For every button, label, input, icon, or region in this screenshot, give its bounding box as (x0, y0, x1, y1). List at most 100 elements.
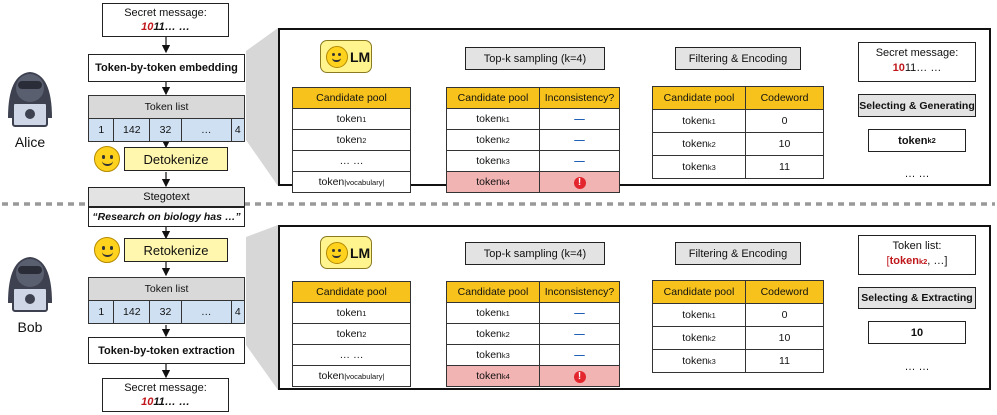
selecting-extracting-box: Selecting & Extracting (858, 287, 976, 309)
codeword-header: Codeword (745, 280, 824, 304)
token-list-bottom: Token list 1 142 32 … 4 (87, 277, 246, 324)
detokenize-box: Detokenize (94, 146, 230, 172)
secret-title: Secret message: (124, 7, 207, 19)
token-id: 4 (230, 300, 246, 324)
topk-token: tokenk2 (446, 323, 540, 345)
candidate-pool-header: Candidate pool (292, 281, 411, 303)
token-id: 142 (113, 300, 151, 324)
tokenlist-value: [tokenk2, …] (886, 255, 948, 267)
stegotext-header: Stegotext (88, 187, 245, 207)
pool-row: token2 (292, 323, 411, 345)
token-id: 4 (230, 118, 246, 142)
pool-row: … … (292, 150, 411, 172)
codeword: 10 (745, 326, 824, 350)
code-token: tokenk1 (652, 303, 746, 327)
consistent-mark: — (539, 302, 620, 324)
topk-header: Inconsistency? (539, 87, 620, 109)
secret-bits: 1011… … (892, 62, 942, 74)
consistent-mark: — (539, 150, 620, 172)
topk-token: tokenk3 (446, 150, 540, 172)
filter-box-top: Filtering & Encoding (675, 47, 801, 70)
continuation-dots: … … (904, 361, 930, 373)
topk-token: tokenk3 (446, 344, 540, 366)
token-id: 32 (149, 300, 182, 324)
token-list-header: Token list (88, 277, 245, 301)
candidate-pool-table-top: Candidate pool token1 token2 … … token|v… (292, 87, 411, 193)
consistent-mark: — (539, 344, 620, 366)
pool-row: token2 (292, 129, 411, 151)
hugging-face-icon (326, 241, 348, 264)
code-token: tokenk3 (652, 349, 746, 373)
hugging-face-icon (94, 237, 120, 263)
lm-label: LM (350, 244, 371, 261)
hugging-face-icon (326, 45, 348, 68)
candidate-pool-header: Candidate pool (292, 87, 411, 109)
pool-row: token|vocabulary| (292, 365, 411, 387)
topk-token: tokenk4 (446, 171, 540, 193)
code-token: tokenk2 (652, 132, 746, 156)
retokenize-box: Retokenize (94, 237, 230, 263)
token-id: 1 (87, 118, 115, 142)
token-id: 32 (149, 118, 182, 142)
topk-header: Candidate pool (446, 87, 540, 109)
tokenlist-title: Token list: (892, 240, 942, 252)
token-id: … (180, 300, 232, 324)
codeword-header: Codeword (745, 86, 824, 110)
retokenize-label: Retokenize (124, 238, 228, 262)
token-list-panel: Token list: [tokenk2, …] (858, 235, 976, 275)
inconsistency-cell: ! (539, 365, 620, 387)
code-token: tokenk2 (652, 326, 746, 350)
filter-box-bottom: Filtering & Encoding (675, 242, 801, 265)
topk-box-bottom: Top-k sampling (k=4) (465, 242, 605, 265)
bob-label: Bob (17, 319, 43, 335)
token-list-header: Token list (88, 95, 245, 119)
codeword: 11 (745, 349, 824, 373)
token-id: 1 (87, 300, 115, 324)
lm-label: LM (350, 48, 371, 65)
alice-avatar-icon (8, 72, 52, 127)
hugging-face-icon (94, 146, 120, 172)
continuation-dots: … … (904, 168, 930, 180)
codeword: 0 (745, 109, 824, 133)
detokenize-label: Detokenize (124, 147, 228, 171)
codeword-header: Candidate pool (652, 86, 746, 110)
token-id: 142 (113, 118, 151, 142)
inconsistency-cell: ! (539, 171, 620, 193)
consistent-mark: — (539, 129, 620, 151)
consistent-mark: — (539, 323, 620, 345)
pool-row: token1 (292, 108, 411, 130)
secret-title: Secret message: (124, 382, 207, 394)
candidate-pool-table-bottom: Candidate pool token1 token2 … … token|v… (292, 281, 411, 387)
secret-message-top: Secret message: 1011… … (102, 3, 229, 37)
selecting-generating-box: Selecting & Generating (858, 94, 976, 117)
topk-header: Inconsistency? (539, 281, 620, 303)
lm-badge-bottom: LM (320, 236, 372, 269)
code-token: tokenk1 (652, 109, 746, 133)
secret-message-panel: Secret message: 1011… … (858, 42, 976, 82)
topk-token: tokenk1 (446, 302, 540, 324)
secret-bits: 1011… … (141, 21, 190, 33)
secret-message-bottom: Secret message: 1011… … (102, 378, 229, 412)
pool-row: … … (292, 344, 411, 366)
pool-row: token1 (292, 302, 411, 324)
zoom-wedge-bottom (246, 225, 278, 390)
secret-bits: 1011… … (141, 396, 190, 408)
warning-icon: ! (573, 176, 586, 189)
extracted-bits-box: 10 (868, 321, 966, 344)
topk-token: tokenk4 (446, 365, 540, 387)
codeword-header: Candidate pool (652, 280, 746, 304)
topk-header: Candidate pool (446, 281, 540, 303)
codeword: 10 (745, 132, 824, 156)
token-id: … (180, 118, 232, 142)
embedding-box: Token-by-token embedding (88, 54, 245, 82)
consistent-mark: — (539, 108, 620, 130)
topk-token: tokenk1 (446, 108, 540, 130)
topk-box-top: Top-k sampling (k=4) (465, 47, 605, 70)
codeword: 0 (745, 303, 824, 327)
extraction-box: Token-by-token extraction (88, 337, 245, 364)
